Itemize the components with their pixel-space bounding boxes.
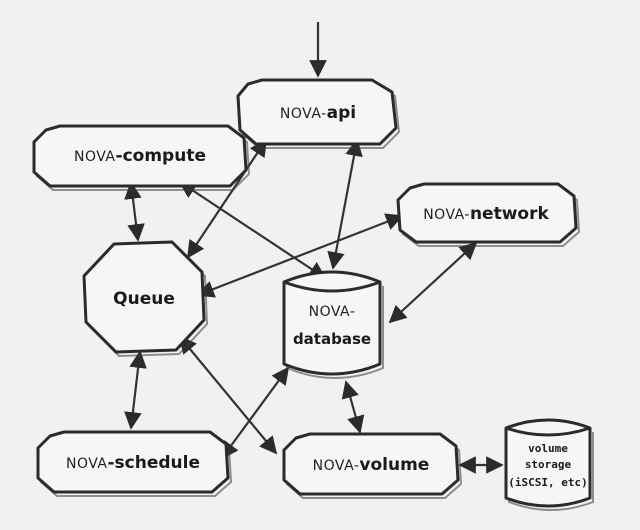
queue-label: Queue xyxy=(113,289,175,309)
edges xyxy=(124,22,504,474)
edge-database-volume xyxy=(341,380,365,434)
volume-storage-line3: (iSCSI, etc) xyxy=(508,476,587,489)
edge-database-schedule xyxy=(220,366,290,460)
node-nova-volume: NOVA-volume xyxy=(282,432,463,499)
edge-compute-database xyxy=(178,181,327,279)
edge-network-database xyxy=(388,241,478,324)
node-nova-compute: NOVA-compute xyxy=(32,124,251,191)
volume-storage-line2: storage xyxy=(525,458,572,471)
nova-database-name: database xyxy=(293,330,371,348)
node-queue: Queue xyxy=(82,240,209,358)
node-nova-network: NOVA-network xyxy=(396,182,581,247)
nova-database-prefix: NOVA- xyxy=(309,304,356,320)
node-nova-api: NOVA-api xyxy=(236,78,401,149)
volume-storage-line1: volume xyxy=(528,442,568,455)
nova-api-label: NOVA-api xyxy=(280,103,356,123)
edge-network-queue xyxy=(196,213,404,298)
nova-network-label: NOVA-network xyxy=(423,204,549,224)
edge-compute-queue xyxy=(124,181,145,242)
node-nova-database: NOVA- database xyxy=(282,270,384,379)
nova-compute-label: NOVA-compute xyxy=(74,146,206,166)
node-nova-schedule: NOVA-schedule xyxy=(36,430,233,497)
nova-schedule-label: NOVA-schedule xyxy=(66,453,200,473)
edge-queue-schedule xyxy=(124,350,147,430)
edge-api-database xyxy=(327,138,363,270)
node-volume-storage: volume storage (iSCSI, etc) xyxy=(504,418,594,511)
nova-volume-label: NOVA-volume xyxy=(313,455,430,475)
